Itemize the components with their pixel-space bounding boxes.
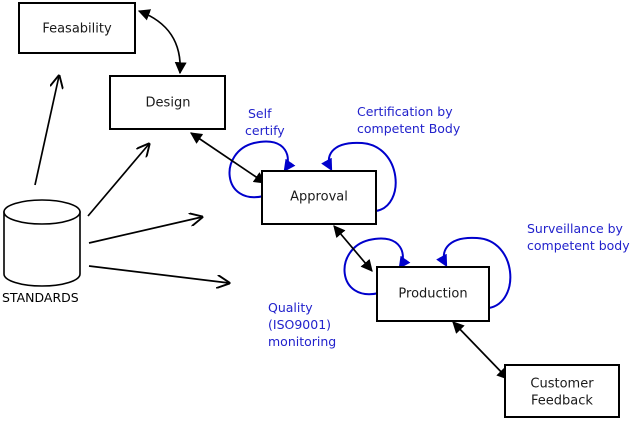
connector-production-customer-feedback [452,321,509,380]
annotation-surveillance-by-competent-body: Surveillance by competent body [527,221,630,253]
annotation-quality-line2: (ISO9001) [268,317,331,332]
annotation-quality-line3: monitoring [268,334,336,349]
node-approval[interactable]: Approval [261,170,377,225]
connector-standards-approval [88,217,202,244]
datastore-standards[interactable] [3,199,81,287]
node-feasability-label: Feasability [42,22,112,37]
annotation-certification-line1: Certification by [357,104,453,119]
annotation-quality-iso9001-monitoring: Quality (ISO9001) monitoring [268,300,336,349]
node-customer-feedback-label-line2: Feedback [531,394,593,409]
annotation-certification-by-competent-body: Certification by competent Body [357,104,461,136]
annotation-surveillance-line1: Surveillance by [527,221,624,236]
loop-approval-right [321,141,397,212]
loop-production-right [436,236,512,309]
node-customer-feedback[interactable]: Customer Feedback [504,364,620,418]
annotation-certification-line2: competent Body [357,121,461,136]
connector-standards-production [88,265,229,283]
node-production[interactable]: Production [376,266,490,322]
annotation-surveillance-line2: competent body [527,238,630,253]
annotation-self-certify-line2: certify [245,123,285,138]
annotation-self-certify: Self certify [245,106,285,138]
datastore-standards-label: STANDARDS [2,290,79,305]
connector-approval-production [333,225,373,272]
node-design[interactable]: Design [109,75,226,130]
connector-design-approval [190,132,266,184]
annotation-quality-line1: Quality [268,300,313,315]
node-production-label: Production [398,287,467,302]
node-approval-label: Approval [290,190,348,205]
connector-standards-feasability [34,76,59,186]
node-design-label: Design [146,96,191,111]
node-customer-feedback-label-line1: Customer [530,377,594,392]
annotation-self-certify-line1: Self [248,106,272,121]
connector-feasability-design [137,9,187,75]
connector-standards-design [87,144,149,217]
node-feasability[interactable]: Feasability [18,2,136,54]
